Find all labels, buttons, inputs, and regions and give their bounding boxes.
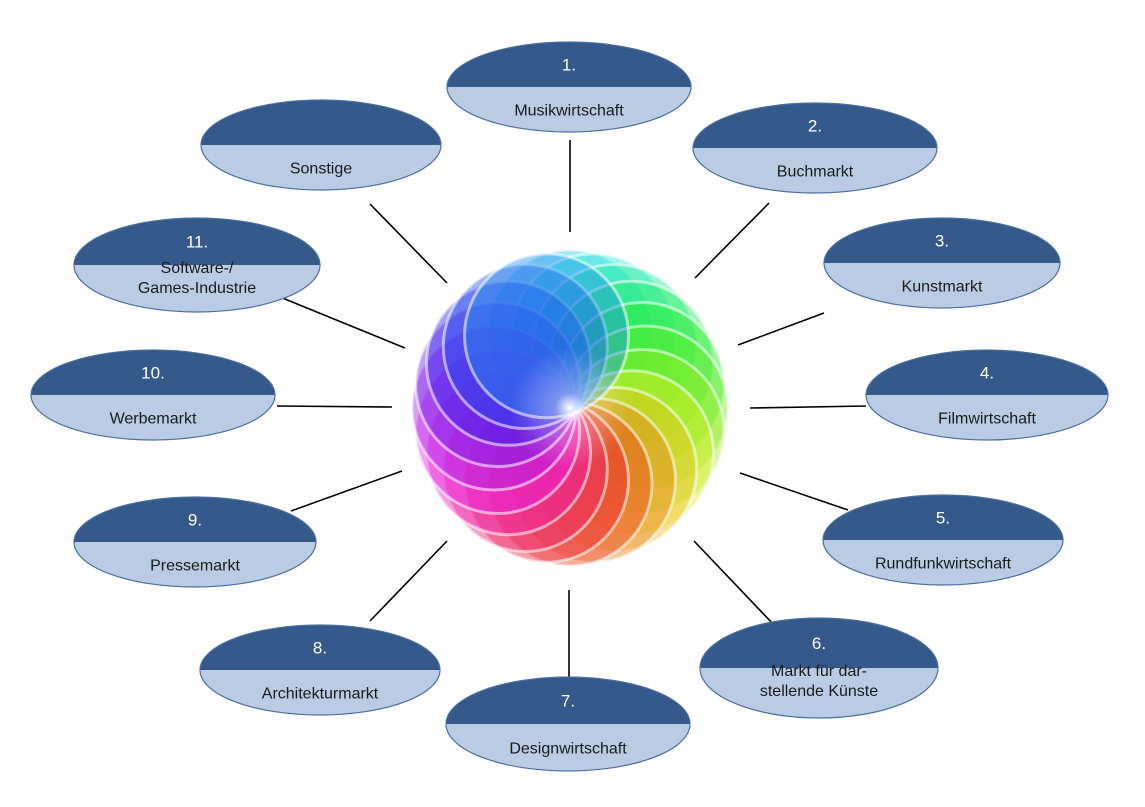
node-label: Software-/ (161, 260, 234, 277)
connector-lines (276, 140, 867, 680)
node-design: 7. Designwirtschaft (445, 676, 691, 772)
node-number: 1. (562, 56, 576, 75)
node-number: 7. (561, 692, 575, 711)
node-buch: 2. Buchmarkt (692, 102, 938, 194)
node-label: stellende Künste (760, 683, 878, 700)
connector-buch (694, 202, 770, 279)
node-label: Pressemarkt (150, 558, 240, 575)
node-number: 6. (812, 634, 826, 653)
connector-darst (693, 540, 775, 626)
connector-architekt (369, 540, 448, 622)
node-number: 2. (808, 117, 822, 136)
node-ellipse-top (201, 100, 441, 145)
node-number: 5. (936, 509, 950, 528)
node-label: Markt für dar- (771, 663, 867, 680)
node-label: Filmwirtschaft (938, 411, 1036, 428)
node-label: Designwirtschaft (509, 741, 627, 758)
node-presse: 9. Pressemarkt (73, 496, 317, 588)
node-ellipse-outline (446, 41, 692, 133)
node-rundfunk: 5. Rundfunkwirtschaft (822, 494, 1064, 586)
node-werbe: 10. Werbemarkt (30, 349, 276, 441)
connector-rundfunk (739, 472, 849, 511)
node-ellipse-outline (865, 349, 1109, 441)
connector-software (279, 296, 406, 349)
connector-werbe (276, 405, 393, 408)
node-film: 4. Filmwirtschaft (865, 349, 1109, 441)
node-kunst: 3. Kunstmarkt (823, 217, 1061, 309)
node-number: 4. (980, 364, 994, 383)
connector-sonstige (369, 203, 448, 284)
node-number: 11. (186, 233, 208, 252)
node-darst: 6. Markt für dar-stellende Künste (699, 617, 939, 719)
node-ellipse-outline (699, 617, 939, 719)
node-label: Rundfunkwirtschaft (875, 556, 1012, 573)
node-ellipse-outline (73, 496, 317, 588)
node-sonstige: Sonstige (200, 99, 442, 191)
node-architekt: 8. Architekturmarkt (199, 624, 441, 716)
rosette-icon (410, 248, 730, 568)
node-ellipse-outline (30, 349, 276, 441)
node-ellipse-outline (692, 102, 938, 194)
node-ellipse-outline (199, 624, 441, 716)
node-ellipse-outline (823, 217, 1061, 309)
node-label: Werbemarkt (110, 411, 197, 428)
node-ellipse-outline (73, 217, 321, 313)
node-ellipse-outline (200, 99, 442, 191)
node-ellipse-outline (822, 494, 1064, 586)
node-software: 11. Software-/ Games-Industrie (73, 217, 321, 313)
node-label: Sonstige (290, 161, 352, 178)
node-number: 8. (313, 639, 327, 658)
node-label: Musikwirtschaft (514, 103, 624, 120)
connector-kunst (737, 312, 825, 346)
node-musik: 1. Musikwirtschaft (446, 41, 692, 133)
node-ellipse-outline (445, 676, 691, 772)
node-number: 9. (188, 511, 202, 530)
connector-presse (290, 470, 403, 512)
node-number: 10. (141, 364, 165, 383)
node-label: Kunstmarkt (902, 279, 983, 296)
node-number: 3. (935, 232, 949, 251)
node-label: Games-Industrie (138, 280, 256, 297)
node-label: Architekturmarkt (262, 686, 379, 703)
node-label: Buchmarkt (777, 164, 854, 181)
connector-film (749, 405, 867, 409)
rosette-center-glow (510, 348, 630, 468)
